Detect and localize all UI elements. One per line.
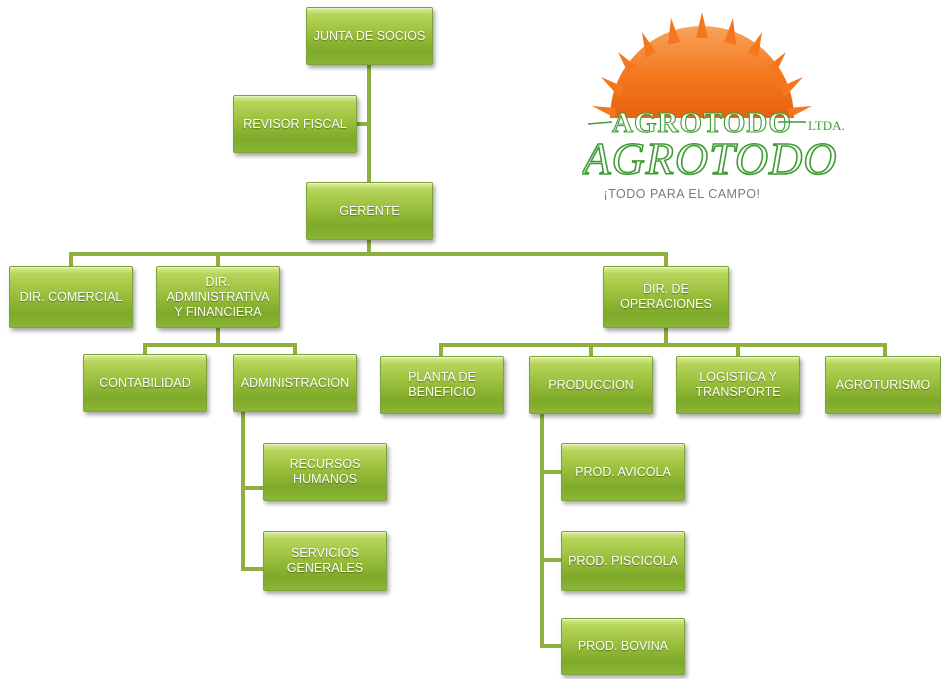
node-logistica-y-transporte: LOGISTICA Y TRANSPORTE [676, 356, 800, 414]
node-gerente: GERENTE [306, 182, 433, 240]
node-administracion: ADMINISTRACION [233, 354, 357, 412]
node-prod-avicola: PROD. AVICOLA [561, 443, 685, 501]
svg-text:AGROTODO: AGROTODO [612, 107, 792, 139]
svg-text:LTDA.: LTDA. [808, 118, 845, 133]
node-dir-operaciones: DIR. DE OPERACIONES [603, 266, 729, 328]
node-planta-de-beneficio: PLANTA DE BENEFICIO [380, 356, 504, 414]
node-dir-administrativa-financiera: DIR. ADMINISTRATIVA Y FINANCIERA [156, 266, 280, 328]
svg-text:¡TODO PARA EL CAMPO!: ¡TODO PARA EL CAMPO! [603, 187, 760, 201]
node-recursos-humanos: RECURSOS HUMANOS [263, 443, 387, 501]
node-revisor-fiscal: REVISOR FISCAL [233, 95, 357, 153]
node-agroturismo: AGROTURISMO [825, 356, 941, 414]
node-servicios-generales: SERVICIOS GENERALES [263, 531, 387, 591]
agrotodo-wordmark: AGROTODO LTDA. AGROTODO ¡TODO PARA EL CA… [582, 106, 845, 201]
svg-text:AGROTODO: AGROTODO [582, 133, 838, 184]
node-contabilidad: CONTABILIDAD [83, 354, 207, 412]
node-produccion: PRODUCCION [529, 356, 653, 414]
agrotodo-logo: AGROTODO LTDA. AGROTODO ¡TODO PARA EL CA… [582, 12, 845, 201]
node-prod-bovina: PROD. BOVINA [561, 618, 685, 675]
node-junta-de-socios: JUNTA DE SOCIOS [306, 7, 433, 65]
node-prod-piscicola: PROD. PISCICOLA [561, 531, 685, 591]
node-dir-comercial: DIR. COMERCIAL [9, 266, 133, 328]
sun-icon [592, 12, 812, 118]
